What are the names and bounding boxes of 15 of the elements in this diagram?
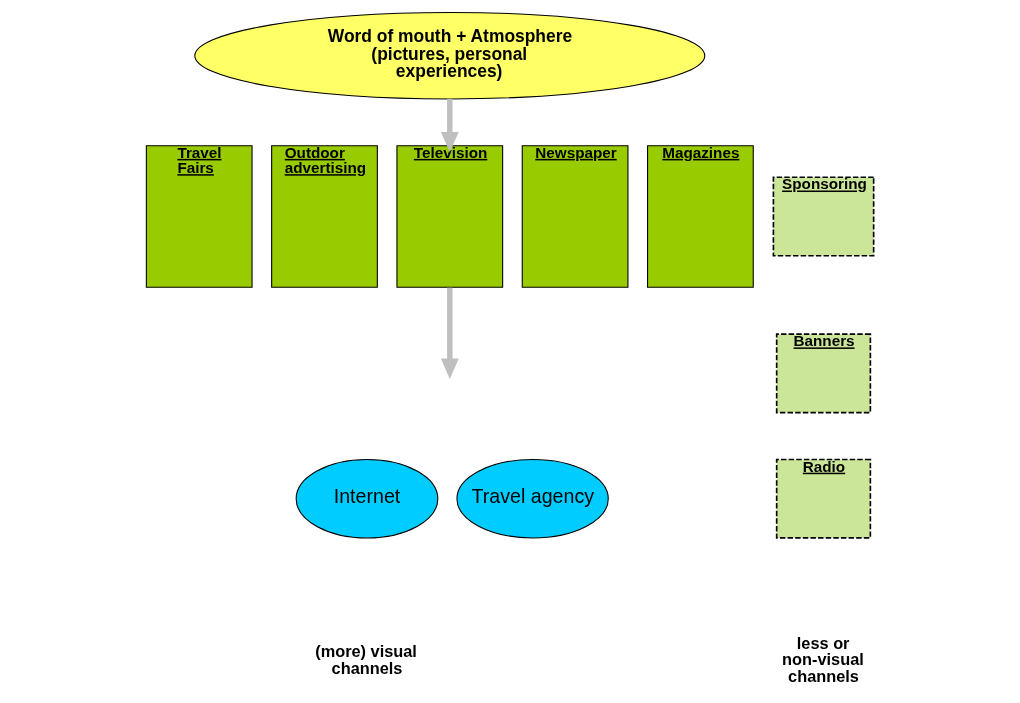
- node-ellipse: Word of mouth + Atmosphere (pictures, personal experiences): [194, 11, 706, 100]
- arrow: [440, 287, 459, 379]
- node-box: Magazines: [647, 145, 754, 288]
- node-ellipse: Travel agency: [456, 458, 609, 539]
- node-box: Television: [396, 145, 504, 288]
- node-box: Newspaper: [521, 145, 629, 288]
- label: (more) visual channels: [315, 642, 417, 677]
- node-box: Banners: [775, 333, 872, 414]
- arrow: [440, 98, 459, 153]
- node-ellipse: Internet: [295, 458, 439, 539]
- node-box: Travel Fairs: [145, 145, 253, 288]
- node-box: Sponsoring: [772, 176, 875, 257]
- label: less or non-visual channels: [782, 634, 864, 685]
- node-box: Radio: [775, 458, 872, 539]
- node-box: Outdoor advertising: [271, 145, 378, 288]
